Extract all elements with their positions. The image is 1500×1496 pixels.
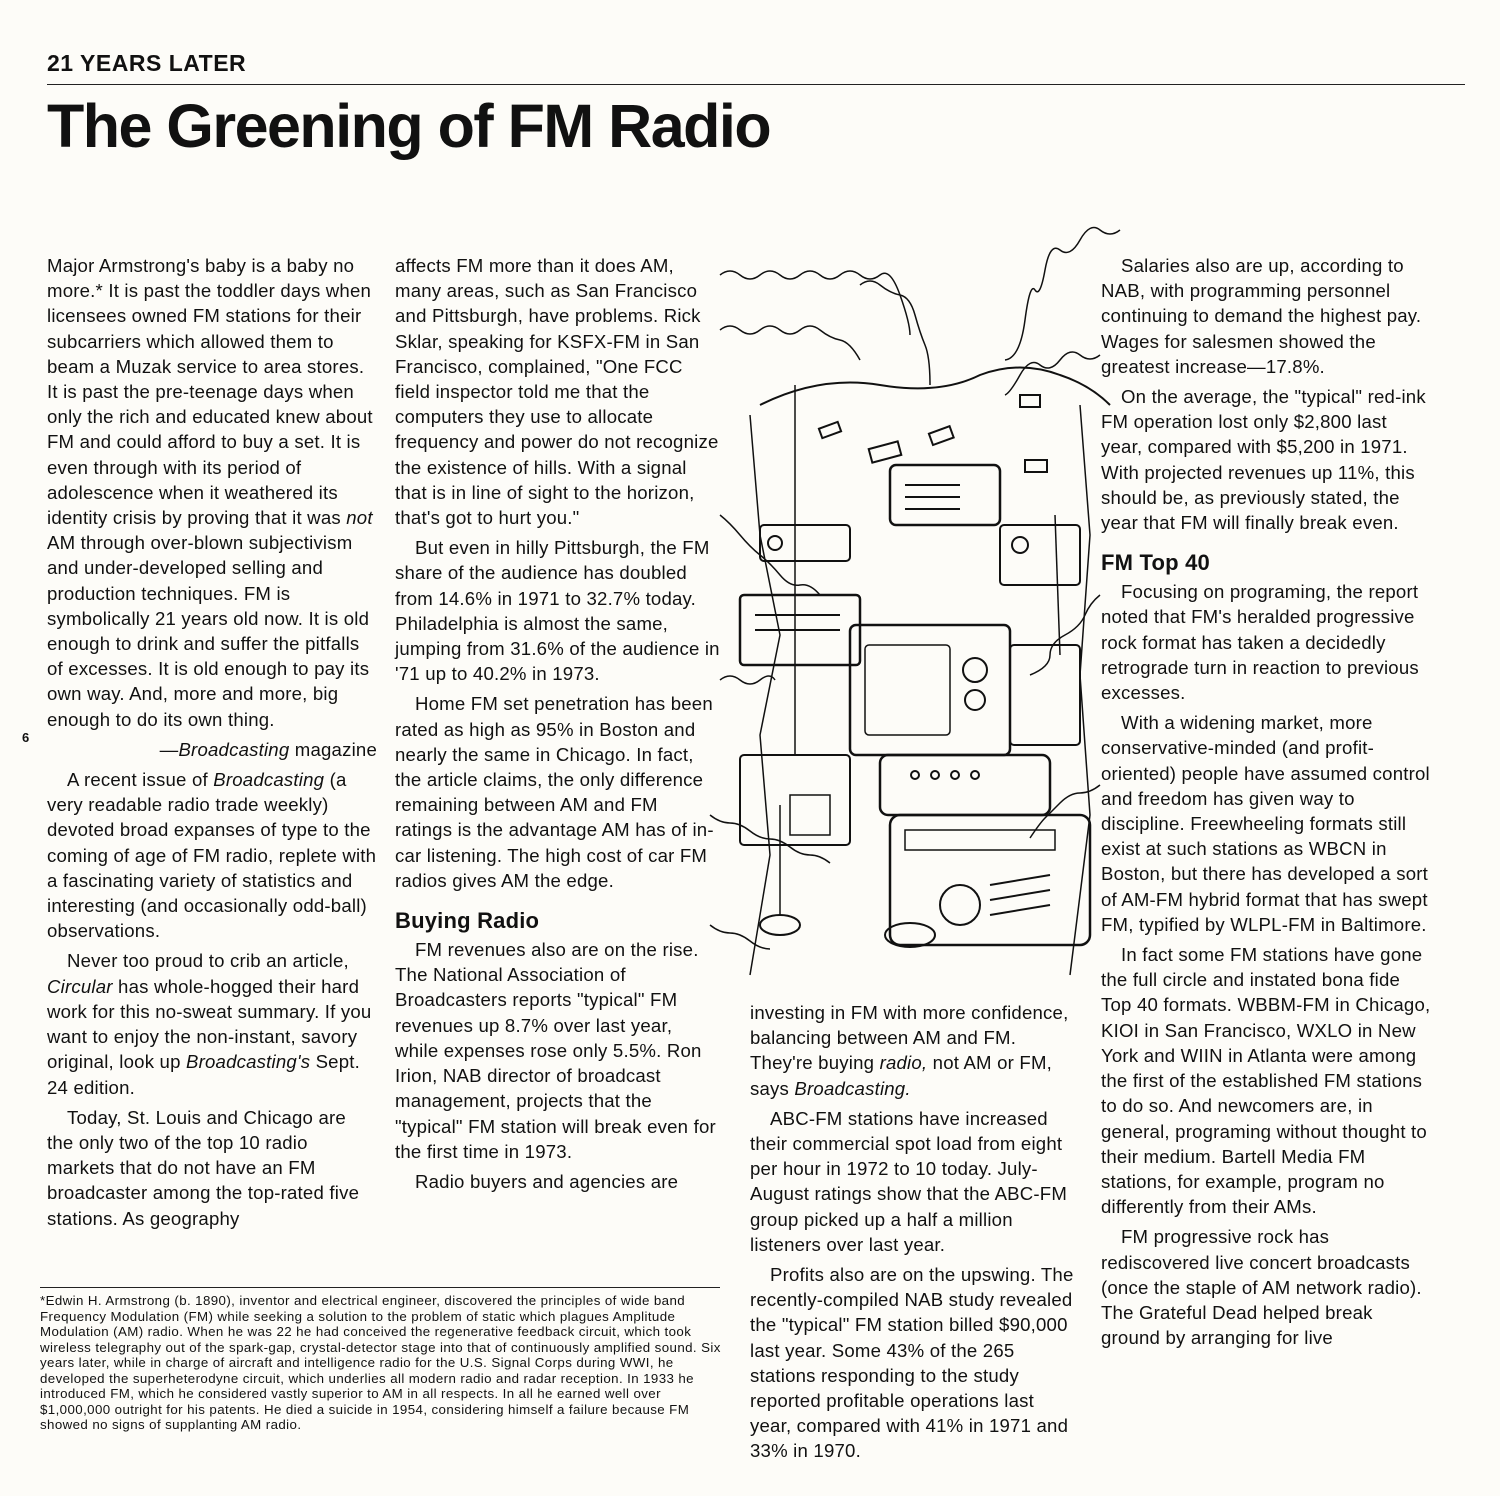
quote-emphasis: not xyxy=(346,507,373,529)
footnote-rule xyxy=(40,1287,720,1288)
paragraph: Home FM set penetration has been rated a… xyxy=(395,693,714,891)
page-title: The Greening of FM Radio xyxy=(47,92,772,160)
emphasis: Broadcasting. xyxy=(794,1077,911,1099)
paragraph: FM revenues also are on the rise. The Na… xyxy=(395,939,716,1162)
emphasis: radio, xyxy=(879,1052,928,1074)
paragraph: FM progressive rock has rediscovered liv… xyxy=(1101,1226,1422,1349)
emphasis: Broadcasting's xyxy=(186,1051,311,1073)
paragraph: Today, St. Louis and Chicago are the onl… xyxy=(47,1106,360,1229)
text: has whole-hogged their hard work for thi… xyxy=(47,975,372,1073)
text: not AM or FM, says xyxy=(750,1052,1053,1099)
epigraph-attribution: —Broadcasting magazine xyxy=(47,737,377,762)
attribution-dash: — xyxy=(159,738,179,760)
quote-text-end: AM through over-blown subjectivism and u… xyxy=(47,532,370,730)
page-number: 6 xyxy=(22,730,30,745)
paragraph: Profits also are on the upswing. The rec… xyxy=(750,1264,1074,1462)
epigraph-quote: Major Armstrong's baby is a baby no more… xyxy=(47,253,377,732)
paragraph: investing in FM with more confidence, ba… xyxy=(750,1000,1080,1101)
paragraph: In fact some FM stations have gone the f… xyxy=(1101,944,1431,1218)
column-2: affects FM more than it does AM, many ar… xyxy=(395,253,720,1199)
header-rule xyxy=(47,84,1465,85)
paragraph: Salaries also are up, according to NAB, … xyxy=(1101,255,1422,377)
paragraph: Radio buyers and agencies are xyxy=(415,1170,679,1192)
paragraph: affects FM more than it does AM, many ar… xyxy=(395,255,719,529)
kicker: 21 YEARS LATER xyxy=(47,50,247,76)
text: A recent issue of xyxy=(67,769,208,791)
emphasis: Circular xyxy=(47,975,113,997)
paragraph: Never too proud to crib an article, Circ… xyxy=(47,948,377,1099)
text: Sept. 24 edition. xyxy=(47,1051,360,1098)
attribution-suffix: magazine xyxy=(294,738,377,760)
section-heading: Buying Radio xyxy=(395,908,540,934)
paragraph: A recent issue of Broadcasting (a very r… xyxy=(47,767,377,943)
paragraph: With a widening market, more conservativ… xyxy=(1101,712,1430,935)
column-4: Salaries also are up, according to NAB, … xyxy=(1101,253,1431,1355)
column-1: Major Armstrong's baby is a baby no more… xyxy=(47,253,377,1236)
attribution-source: Broadcasting xyxy=(178,738,290,760)
footnote: *Edwin H. Armstrong (b. 1890), inventor … xyxy=(40,1293,721,1432)
text: investing in FM with more confidence, ba… xyxy=(750,1002,1069,1074)
column-3: investing in FM with more confidence, ba… xyxy=(750,1000,1080,1469)
quote-text: Major Armstrong's baby is a baby no more… xyxy=(47,255,373,529)
section-heading: FM Top 40 xyxy=(1101,550,1210,576)
paragraph: Focusing on programing, the report noted… xyxy=(1101,581,1419,704)
paragraph: ABC-FM stations have increased their com… xyxy=(750,1107,1068,1255)
radio-pile-illustration xyxy=(709,226,1121,976)
text: (a very readable radio trade weekly) dev… xyxy=(47,769,377,942)
paragraph: On the average, the "typical" red-ink FM… xyxy=(1101,386,1426,534)
paragraph: But even in hilly Pittsburgh, the FM sha… xyxy=(395,537,720,685)
emphasis: Broadcasting xyxy=(213,769,325,791)
text: Never too proud to crib an article, xyxy=(67,950,349,972)
